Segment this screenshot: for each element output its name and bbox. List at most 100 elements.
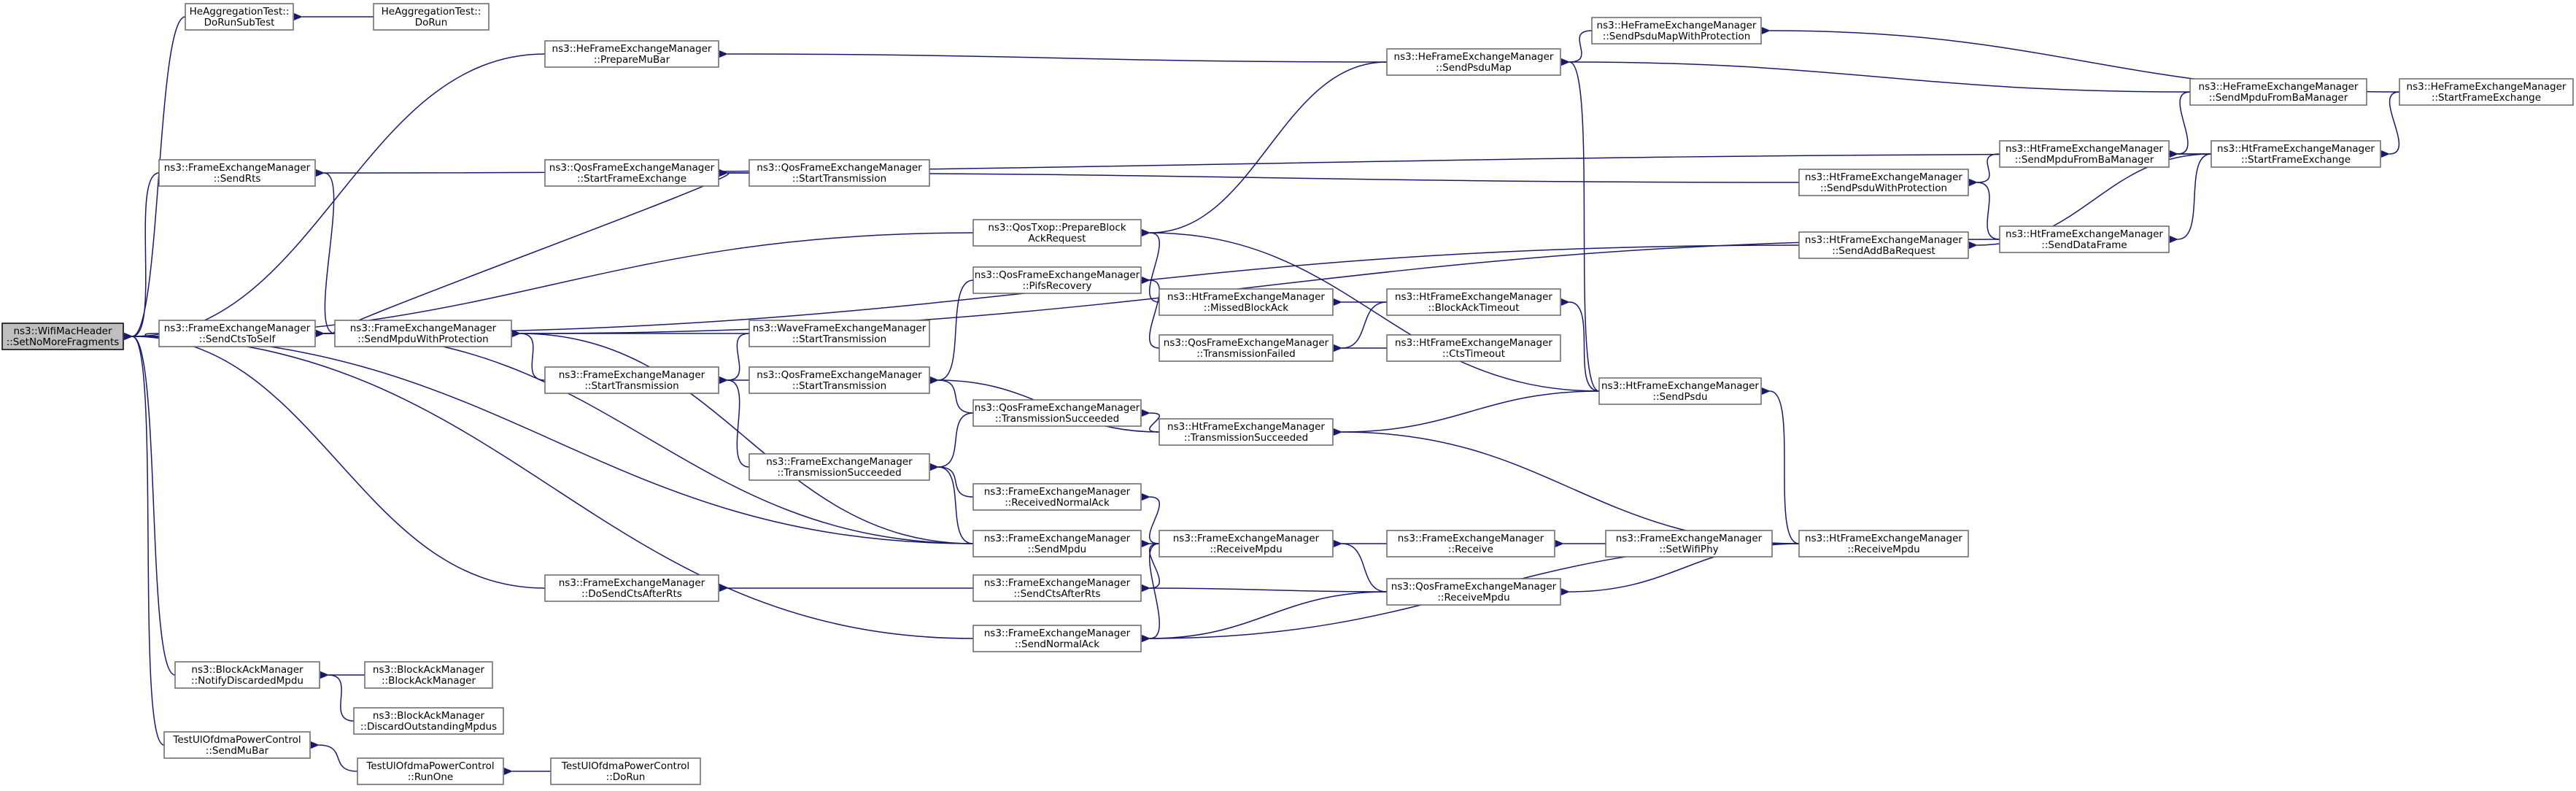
node-label-line: ::DoSendCtsAfterRts: [581, 588, 682, 600]
node-box: [1798, 530, 1969, 557]
node-box: [1386, 578, 1561, 606]
node-qfem_receivempdu[interactable]: ns3::QosFrameExchangeManager::ReceiveMpd…: [1386, 578, 1561, 606]
node-label-line: ::PifsRecovery: [1022, 280, 1091, 292]
node-ht_sendpsdu[interactable]: ns3::HtFrameExchangeManager::SendPsdu: [1598, 377, 1762, 405]
node-fem_receivempdu[interactable]: ns3::FrameExchangeManager::ReceiveMpdu: [1159, 530, 1334, 557]
node-he_sendpsdumap[interactable]: ns3::HeFrameExchangeManager::SendPsduMap: [1386, 48, 1561, 76]
node-ht_sendpsdu_wp[interactable]: ns3::HtFrameExchangeManager::SendPsduWit…: [1798, 169, 1969, 196]
node-label-line: ::StartTransmission: [584, 380, 678, 392]
node-label-line: ::TransmissionFailed: [1196, 348, 1295, 360]
node-ht_sendaddba[interactable]: ns3::HtFrameExchangeManager::SendAddBaRe…: [1798, 231, 1969, 259]
node-label-line: ns3::FrameExchangeManager: [164, 162, 311, 174]
node-ht_receivempdu[interactable]: ns3::HtFrameExchangeManager::ReceiveMpdu: [1798, 530, 1969, 557]
node-label-line: ::DoRun: [606, 771, 646, 783]
edge-qfem_receivempdu-to-fem_receivempdu: [1333, 539, 1388, 593]
node-qfem_starttx_b[interactable]: ns3::QosFrameExchangeManager::StartTrans…: [749, 366, 930, 394]
node-qfem_txfailed[interactable]: ns3::QosFrameExchangeManager::Transmissi…: [1159, 334, 1334, 362]
node-label-line: ns3::HtFrameExchangeManager: [2217, 143, 2375, 155]
node-label-line: ::SendMpduFromBaManager: [2209, 92, 2348, 104]
node-box: [544, 574, 719, 602]
node-ht_startfe[interactable]: ns3::HtFrameExchangeManager::StartFrameE…: [2211, 140, 2381, 168]
node-label-line: ns3::HeFrameExchangeManager: [1394, 51, 1554, 63]
node-fem_sendmpdu_wp[interactable]: ns3::FrameExchangeManager::SendMpduWithP…: [334, 320, 512, 347]
node-ht_missedba[interactable]: ns3::HtFrameExchangeManager::MissedBlock…: [1159, 288, 1334, 316]
node-fem_recvnormalack[interactable]: ns3::FrameExchangeManager::ReceivedNorma…: [972, 483, 1142, 511]
node-he_preparemubar[interactable]: ns3::HeFrameExchangeManager::PrepareMuBa…: [544, 40, 719, 68]
node-label-line: ns3::HtFrameExchangeManager: [1805, 234, 1962, 246]
node-label-line: ::TransmissionSucceeded: [777, 467, 901, 479]
node-fem_sendrts[interactable]: ns3::FrameExchangeManager::SendRts: [158, 159, 316, 187]
node-label-line: ::TransmissionSucceeded: [995, 413, 1119, 425]
node-label-line: ns3::HtFrameExchangeManager: [1167, 291, 1325, 303]
node-label-line: ns3::HtFrameExchangeManager: [1601, 380, 1759, 392]
node-tu_runone[interactable]: TestUlOfdmaPowerControl::RunOne: [357, 757, 504, 785]
node-bam_bam[interactable]: ns3::BlockAckManager::BlockAckManager: [364, 661, 493, 689]
node-label-line: ::BlockAckManager: [382, 675, 476, 687]
node-fem_setwifiphy[interactable]: ns3::FrameExchangeManager::SetWifiPhy: [1605, 530, 1773, 557]
node-tu_sendmubar[interactable]: TestUlOfdmaPowerControl::SendMuBar: [163, 731, 311, 759]
node-label-line: ns3::FrameExchangeManager: [984, 577, 1131, 589]
node-box: [1591, 17, 1762, 45]
edge-bam_notify-to-root: [123, 332, 176, 676]
node-ht_batimeout[interactable]: ns3::HtFrameExchangeManager::BlockAckTim…: [1386, 288, 1561, 316]
edge-fem_sendmpdu-to-root: [123, 332, 974, 544]
node-label-line: ::SendDataFrame: [2041, 239, 2127, 251]
node-bam_notify[interactable]: ns3::BlockAckManager::NotifyDiscardedMpd…: [174, 661, 320, 689]
node-label-line: ::DiscardOutstandingMpdus: [360, 721, 497, 733]
node-box: [544, 159, 719, 187]
edge-tu_sendmubar-to-root: [123, 332, 165, 746]
node-label-line: ns3::WaveFrameExchangeManager: [753, 323, 927, 334]
node-label-line: ::CtsTimeout: [1442, 348, 1505, 360]
node-he_startfe[interactable]: ns3::HeFrameExchangeManager::StartFrameE…: [2399, 78, 2574, 106]
node-fem_sendmpdu[interactable]: ns3::FrameExchangeManager::SendMpdu: [972, 530, 1142, 557]
node-label-line: ns3::HeFrameExchangeManager: [2199, 81, 2359, 93]
node-box: [1159, 288, 1334, 316]
node-box: [972, 530, 1142, 557]
node-label-line: ns3::FrameExchangeManager: [1398, 533, 1544, 544]
edge-he_sendpsdumap_wp-to-he_sendpsdumap: [1560, 30, 1593, 66]
node-box: [163, 731, 311, 759]
node-hea_dorunsub[interactable]: HeAggregationTest::DoRunSubTest: [185, 3, 294, 31]
node-ht_sendmpdufromba[interactable]: ns3::HtFrameExchangeManager::SendMpduFro…: [1999, 140, 2170, 168]
node-fem_txsucc[interactable]: ns3::FrameExchangeManager::TransmissionS…: [749, 453, 930, 481]
edge-fem_receivempdu-to-fem_sendnormalack: [1141, 543, 1161, 643]
edge-he_sendpsdumap-to-qtxop_prepare: [1141, 61, 1388, 237]
node-fem_sendnormalack[interactable]: ns3::FrameExchangeManager::SendNormalAck: [972, 625, 1142, 652]
node-box: [1999, 225, 2170, 253]
node-label-line: ::StartFrameExchange: [2432, 92, 2541, 104]
node-fem_sendcts_rts[interactable]: ns3::FrameExchangeManager::SendCtsAfterR…: [972, 574, 1142, 602]
node-ht_senddataframe[interactable]: ns3::HtFrameExchangeManager::SendDataFra…: [1999, 225, 2170, 253]
node-label-line: ::SendPsduMapWithProtection: [1603, 31, 1751, 42]
node-label-line: TestUlOfdmaPowerControl: [365, 760, 494, 772]
node-wave_starttx[interactable]: ns3::WaveFrameExchangeManager::StartTran…: [749, 320, 930, 347]
node-box: [334, 320, 512, 347]
node-fem_sendcts[interactable]: ns3::FrameExchangeManager::SendCtsToSelf: [158, 320, 316, 347]
node-fem_receive[interactable]: ns3::FrameExchangeManager::Receive: [1386, 530, 1555, 557]
node-label-line: ::SendAddBaRequest: [1832, 245, 1935, 257]
node-label-line: ns3::HtFrameExchangeManager: [1805, 533, 1962, 544]
node-label-line: DoRun: [415, 17, 448, 28]
node-box: [1598, 377, 1762, 405]
node-hea_dorun[interactable]: HeAggregationTest::DoRun: [373, 3, 490, 31]
node-he_sendpsdumap_wp[interactable]: ns3::HeFrameExchangeManager::SendPsduMap…: [1591, 17, 1762, 45]
node-ht_ctstimeout[interactable]: ns3::HtFrameExchangeManager::CtsTimeout: [1386, 334, 1561, 362]
nodes: ns3::WifiMacHeader::SetNoMoreFragments He…: [1, 3, 2574, 785]
node-tu_dorun[interactable]: TestUlOfdmaPowerControl::DoRun: [550, 757, 701, 785]
node-he_sendmpdufromba[interactable]: ns3::HeFrameExchangeManager::SendMpduFro…: [2189, 78, 2367, 106]
node-qfem_pifs[interactable]: ns3::QosFrameExchangeManager::PifsRecove…: [972, 266, 1142, 294]
node-label-line: ns3::QosFrameExchangeManager: [757, 162, 922, 174]
node-fem_dosendcts[interactable]: ns3::FrameExchangeManager::DoSendCtsAfte…: [544, 574, 719, 602]
node-root[interactable]: ns3::WifiMacHeader::SetNoMoreFragments: [1, 323, 124, 350]
node-bam_discard[interactable]: ns3::BlockAckManager::DiscardOutstanding…: [353, 707, 504, 735]
node-label-line: HeAggregationTest::: [190, 6, 290, 18]
node-qfem_starttx_a[interactable]: ns3::QosFrameExchangeManager::StartTrans…: [749, 159, 930, 187]
node-ht_txsucc[interactable]: ns3::HtFrameExchangeManager::Transmissio…: [1159, 418, 1334, 446]
node-qfem_txsucc[interactable]: ns3::QosFrameExchangeManager::Transmissi…: [972, 399, 1142, 427]
node-qfem_startfe[interactable]: ns3::QosFrameExchangeManager::StartFrame…: [544, 159, 719, 187]
node-label-line: ns3::HtFrameExchangeManager: [1395, 291, 1552, 303]
node-label-line: ns3::HtFrameExchangeManager: [1167, 421, 1325, 433]
node-label-line: ns3::FrameExchangeManager: [350, 323, 497, 334]
edge-qfem_txsucc-to-fem_txsucc: [929, 412, 974, 471]
node-fem_starttx[interactable]: ns3::FrameExchangeManager::StartTransmis…: [544, 366, 719, 394]
